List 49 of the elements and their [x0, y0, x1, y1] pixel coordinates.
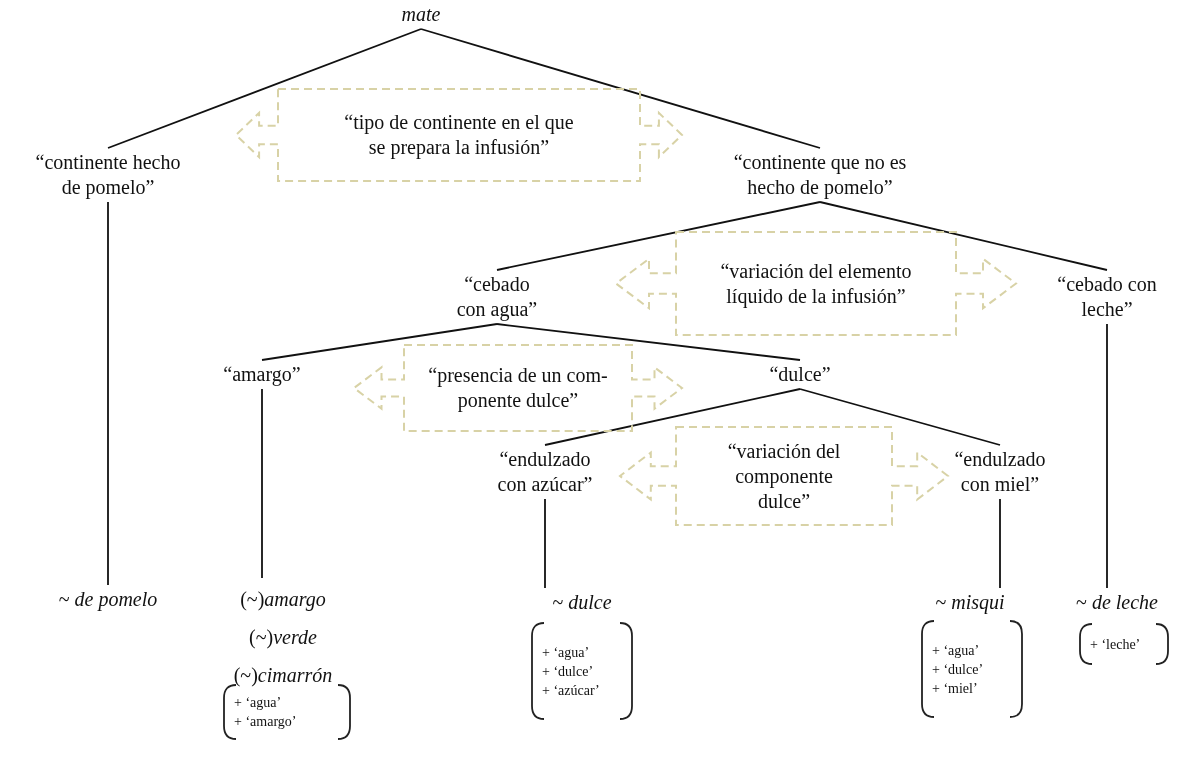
dashed-double-arrow-box — [354, 345, 682, 431]
tree-branch-line — [819, 201, 1108, 271]
feature-text: + ‘leche’ — [1089, 635, 1141, 654]
term-label: “continente que no es hecho de pomelo” — [720, 150, 920, 200]
dashed-double-arrow-box — [620, 427, 948, 525]
criterion-label: “variación del componente dulce” — [726, 438, 842, 514]
term-label: “endulzado con azúcar” — [489, 447, 601, 497]
tree-branch-line — [999, 498, 1001, 589]
feature-text: + ‘agua’ — [233, 694, 282, 712]
term-label: ~ de leche — [1062, 590, 1172, 615]
bracket-box — [530, 622, 634, 720]
criterion-label: “presencia de un com- ponente dulce” — [427, 363, 609, 413]
bracket-box — [1078, 623, 1170, 665]
term-label: “continente hecho de pomelo” — [25, 150, 191, 200]
tree-branch-line — [1106, 323, 1108, 589]
term-label: “amargo” — [212, 362, 312, 387]
term-label: “endulzado con miel” — [944, 447, 1056, 497]
tree-branch-line — [107, 28, 422, 149]
dashed-double-arrow-box — [616, 232, 1016, 335]
tree-branch-line — [544, 498, 546, 589]
term-label: ~ misqui — [915, 590, 1025, 615]
tree-branch-line — [261, 323, 498, 361]
term-label: ~ dulce — [527, 590, 637, 615]
term-label: ~ de pomelo — [23, 587, 193, 612]
tree-branch-line — [107, 201, 109, 586]
feature-text: + ‘agua’ — [541, 643, 590, 662]
feature-text: + ‘miel’ — [931, 679, 978, 698]
criterion-label: “variación del elemento líquido de la infusión” — [719, 258, 913, 309]
term-label: (~)amargo — [239, 587, 327, 613]
tree-branch-line — [496, 323, 801, 361]
tree-branch-line — [261, 388, 263, 579]
term-label: “cebado con leche” — [1049, 272, 1165, 322]
feature-text: + ‘azúcar’ — [541, 681, 600, 700]
feature-text: + ‘dulce’ — [541, 662, 594, 681]
feature-text: + ‘amargo’ — [233, 713, 297, 731]
feature-text: + ‘dulce’ — [931, 660, 984, 679]
criterion-label: “tipo de continente en el que se prepara la infusión” — [343, 110, 575, 160]
term-label: (~)verde — [248, 625, 318, 651]
tree-branch-line — [496, 201, 821, 271]
term-label: (~)cimarrón — [232, 663, 334, 689]
tree-branch-line — [420, 28, 821, 149]
term-label: “dulce” — [755, 362, 845, 387]
tree-branch-line — [544, 388, 801, 446]
tree-branch-line — [799, 388, 1001, 446]
term-label: mate — [391, 2, 451, 27]
term-label: “cebado con agua” — [449, 272, 545, 322]
bracket-box — [920, 620, 1024, 718]
feature-text: + ‘agua’ — [931, 641, 980, 660]
dashed-double-arrow-box — [236, 89, 682, 181]
